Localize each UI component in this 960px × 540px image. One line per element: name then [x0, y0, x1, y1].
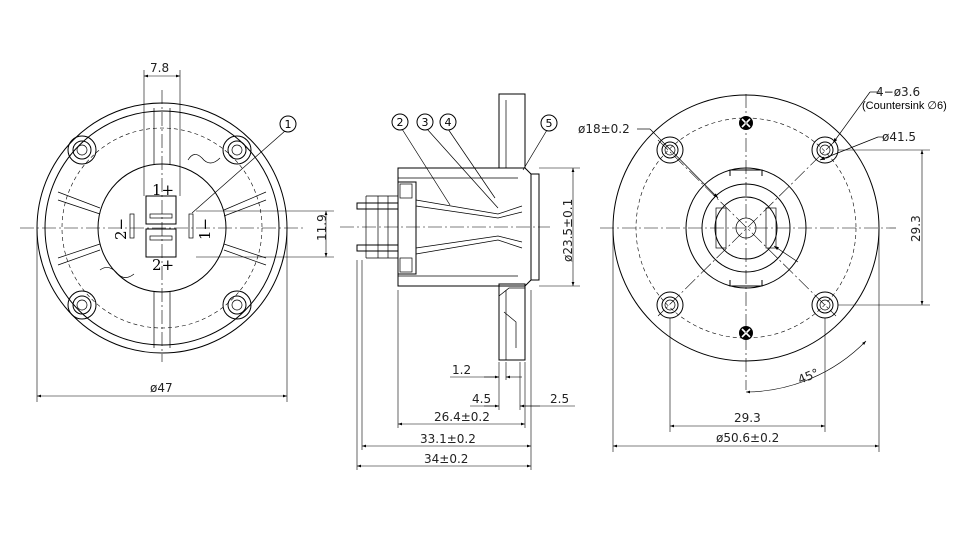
callout-1-bubble — [279, 115, 297, 133]
callout-1-label: 1 — [285, 118, 292, 131]
dim-flange-thickness: 4.5 — [472, 392, 491, 406]
callout-4-label: 4 — [445, 116, 452, 129]
front-mount-hole-tl — [67, 135, 97, 165]
side-terminal-upper — [356, 202, 399, 210]
pin-label-2plus: 2+ — [152, 256, 174, 274]
front-pin-2minus — [129, 213, 135, 239]
dim-height: 11.9 — [315, 214, 329, 241]
pin-label-2minus: 2− — [112, 218, 130, 240]
front-latch-top — [187, 154, 221, 164]
front-pin-1-contact — [145, 195, 177, 225]
dim-angle: 45° — [796, 366, 821, 387]
dim-countersink: (Countersink ∅6) — [862, 100, 947, 112]
callout-5-bubble — [540, 114, 558, 132]
dim-flange-step: 1.2 — [452, 363, 471, 377]
dim-rear-outer-diameter: ø50.6±0.2 — [716, 431, 779, 445]
dim-overall-length: 34±0.2 — [424, 452, 468, 466]
side-rear-insert — [397, 181, 417, 275]
callout-2-label: 2 — [397, 116, 404, 129]
dim-horizontal-pitch: 29.3 — [734, 411, 761, 425]
side-flange-top — [498, 93, 526, 169]
front-pin-1minus — [188, 213, 194, 239]
callout-2-bubble — [391, 113, 409, 131]
callout-4-bubble — [439, 113, 457, 131]
dim-body-diameter: ø23.5±0.1 — [561, 199, 575, 262]
callout-5-label: 5 — [546, 117, 553, 130]
front-pin-2-contact — [145, 228, 177, 258]
dim-length-33: 33.1±0.2 — [420, 432, 476, 446]
dim-pin-spacing: 7.8 — [150, 61, 169, 75]
rear-key-bottom — [729, 280, 763, 287]
dim-hole-spec: 4−ø3.6 — [876, 85, 920, 99]
side-contact-spring-upper — [415, 199, 523, 215]
dim-inner-diameter: ø18±0.2 — [578, 122, 630, 136]
side-contact-spring-lower — [415, 239, 523, 255]
front-mount-hole-tr — [222, 135, 252, 165]
side-view: 2 3 4 5 ø23.5±0.1 1.2 4.5 2.5 26.4±0. — [340, 93, 580, 470]
pin-label-1plus: 1+ — [152, 181, 174, 199]
front-latch-bottom — [99, 267, 135, 278]
front-mount-hole-bl — [67, 290, 97, 320]
side-flange-bottom — [498, 283, 526, 361]
callout-3-bubble — [416, 113, 434, 131]
rear-view: 4−ø3.6 (Countersink ∅6) ø41.5 ø18±0.2 29… — [578, 85, 947, 452]
angle-arc — [745, 340, 867, 394]
rear-mount-hole-bl — [656, 291, 684, 319]
pin-label-1minus: 1− — [196, 218, 214, 240]
front-mount-hole-br — [222, 290, 252, 320]
dim-bolt-circle: ø41.5 — [882, 130, 916, 144]
dim-front-outer-diameter: ø47 — [150, 381, 173, 395]
side-terminal-lower — [356, 244, 399, 252]
dim-front-lip: 2.5 — [550, 392, 569, 406]
dim-vertical-pitch: 29.3 — [909, 215, 923, 242]
dim-body-length: 26.4±0.2 — [434, 410, 490, 424]
callout-3-label: 3 — [422, 116, 429, 129]
rear-mount-hole-tl — [656, 136, 684, 164]
front-view: 1+ 2+ 2− 1− 7.8 11.9 ø47 1 — [20, 61, 334, 402]
